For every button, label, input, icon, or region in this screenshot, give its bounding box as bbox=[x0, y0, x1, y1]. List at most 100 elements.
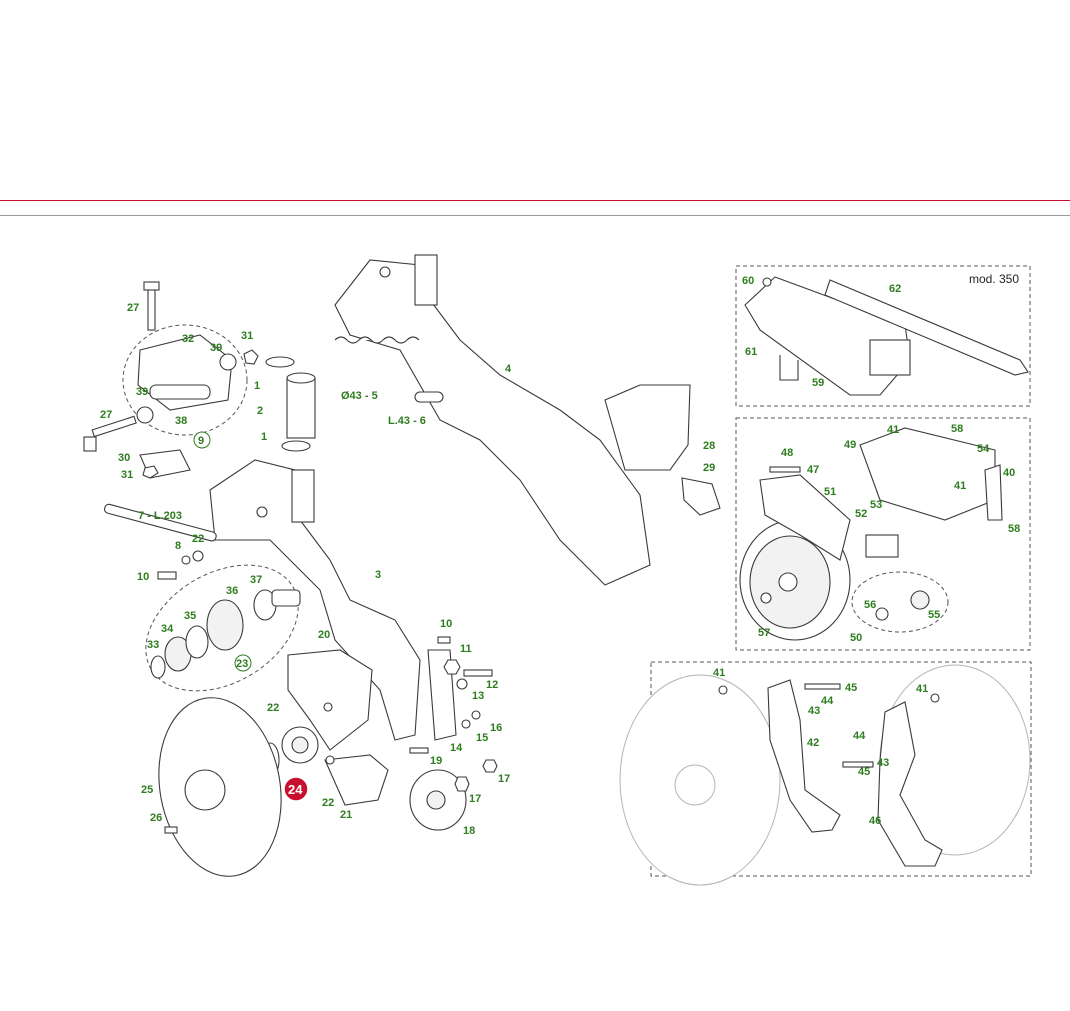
washer-39-b bbox=[136, 406, 154, 424]
ring-35 bbox=[185, 625, 209, 659]
callout-label: Ø43 - 5 bbox=[341, 390, 378, 402]
nut-22-c bbox=[325, 755, 335, 765]
callout-label: 36 bbox=[226, 585, 238, 597]
callout-label: 4 bbox=[505, 363, 512, 375]
nut-17-a bbox=[454, 776, 470, 792]
callout-label: 37 bbox=[250, 574, 262, 586]
arm-3-hole bbox=[256, 506, 268, 518]
callout-label: 16 bbox=[490, 722, 502, 734]
callout-label: 57 bbox=[758, 627, 770, 639]
bolt-27-side-head bbox=[83, 436, 97, 452]
washer-13 bbox=[456, 678, 468, 690]
callout-label: 11 bbox=[460, 643, 472, 655]
circlip-1-bottom bbox=[281, 440, 311, 452]
nut-11 bbox=[443, 659, 461, 675]
pin-47 bbox=[769, 466, 801, 473]
callout-label: 51 bbox=[824, 486, 836, 498]
callout-label: 22 bbox=[192, 533, 204, 545]
bushing-2-top bbox=[286, 372, 316, 384]
callout-label: 42 bbox=[807, 737, 819, 749]
scraper-21 bbox=[324, 754, 389, 806]
bolt-45-b bbox=[842, 761, 874, 768]
callout-label: 54 bbox=[977, 443, 990, 455]
callout-label: 1 bbox=[254, 380, 260, 392]
callout-label: 33 bbox=[147, 639, 159, 651]
callout-label: 19 bbox=[430, 755, 442, 767]
callout-label: 1 bbox=[261, 431, 267, 443]
callout-label: 10 bbox=[440, 618, 452, 630]
callout-label: 34 bbox=[161, 623, 174, 635]
bolt-27-head bbox=[143, 281, 160, 291]
callout-label: 62 bbox=[889, 283, 901, 295]
callout-circle-9 bbox=[193, 431, 211, 449]
shield-28 bbox=[604, 384, 691, 471]
callout-label: L.43 - 6 bbox=[388, 415, 426, 427]
press-wheel-box bbox=[735, 417, 1031, 651]
callout-label: 49 bbox=[844, 439, 856, 451]
callout-label: 27 bbox=[127, 302, 139, 314]
callout-label: 20 bbox=[318, 629, 330, 641]
nut-16 bbox=[471, 710, 481, 720]
callout-labels: 27 31 32 39 1 39 38 2 27 9 1 30 31 Ø43 -… bbox=[100, 272, 1020, 837]
washer-8 bbox=[181, 555, 191, 565]
callout-label: 58 bbox=[951, 423, 963, 435]
callout-label: 7 - L.203 bbox=[138, 510, 182, 522]
bolt-27-side bbox=[91, 415, 137, 438]
callout-label: 41 bbox=[916, 683, 928, 695]
mod-350-box bbox=[735, 265, 1031, 407]
nut-17-b bbox=[482, 759, 498, 773]
nut-31-a bbox=[243, 349, 259, 365]
arm-3-pivot-tube bbox=[291, 469, 315, 523]
callout-label: 41 bbox=[713, 667, 725, 679]
callout-label: 61 bbox=[745, 346, 757, 358]
bolt-45-a bbox=[804, 683, 841, 690]
callout-label: 17 bbox=[498, 773, 510, 785]
bolt-57 bbox=[760, 592, 772, 604]
callout-label: 45 bbox=[845, 682, 857, 694]
spring-5 bbox=[334, 336, 420, 344]
callout-label: 43 bbox=[808, 705, 820, 717]
callout-label: 21 bbox=[340, 809, 352, 821]
wheel-50-hub bbox=[778, 572, 798, 592]
group-23-outline bbox=[145, 564, 299, 692]
bolt-19 bbox=[409, 747, 429, 754]
callout-label: 46 bbox=[869, 815, 881, 827]
callout-label: 14 bbox=[450, 742, 463, 754]
block-52 bbox=[865, 534, 899, 558]
callout-label: 2 bbox=[257, 405, 263, 417]
header-rule-grey bbox=[0, 215, 1070, 216]
plate-40 bbox=[984, 464, 1003, 521]
bearing-group-outline bbox=[851, 571, 949, 633]
callout-label: 48 bbox=[781, 447, 793, 459]
washer-39-a bbox=[219, 353, 237, 371]
callout-label: 35 bbox=[184, 610, 196, 622]
callout-label: 41 bbox=[954, 480, 966, 492]
scraper-46 bbox=[877, 701, 943, 867]
callout-label: 44 bbox=[853, 730, 866, 742]
callout-label: 27 bbox=[100, 409, 112, 421]
callout-label: 60 bbox=[742, 275, 754, 287]
callout-label: 30 bbox=[118, 452, 130, 464]
callout-label: 52 bbox=[855, 508, 867, 520]
washer-15 bbox=[461, 719, 471, 729]
callout-label: 41 bbox=[887, 424, 899, 436]
left-assembly-drawing bbox=[83, 254, 721, 877]
highlighted-callout-badge[interactable] bbox=[283, 776, 309, 802]
bolt-26 bbox=[164, 826, 178, 834]
highlighted-callout-label[interactable]: 24 bbox=[288, 782, 303, 797]
callout-label: 31 bbox=[241, 330, 253, 342]
bushing-2 bbox=[286, 377, 316, 439]
bracket-61 bbox=[744, 276, 911, 396]
callout-label: 58 bbox=[1008, 523, 1020, 535]
callout-label: 3 bbox=[375, 569, 381, 581]
callout-label: 8 bbox=[175, 540, 181, 552]
callout-label: 28 bbox=[703, 440, 715, 452]
callout-label: 59 bbox=[812, 377, 824, 389]
nut-22-b bbox=[323, 702, 333, 712]
nut-41-c bbox=[718, 685, 728, 695]
callout-label: 38 bbox=[175, 415, 187, 427]
seal-33 bbox=[150, 655, 166, 679]
callout-label: 50 bbox=[850, 632, 862, 644]
bolt-10-a bbox=[157, 571, 177, 580]
